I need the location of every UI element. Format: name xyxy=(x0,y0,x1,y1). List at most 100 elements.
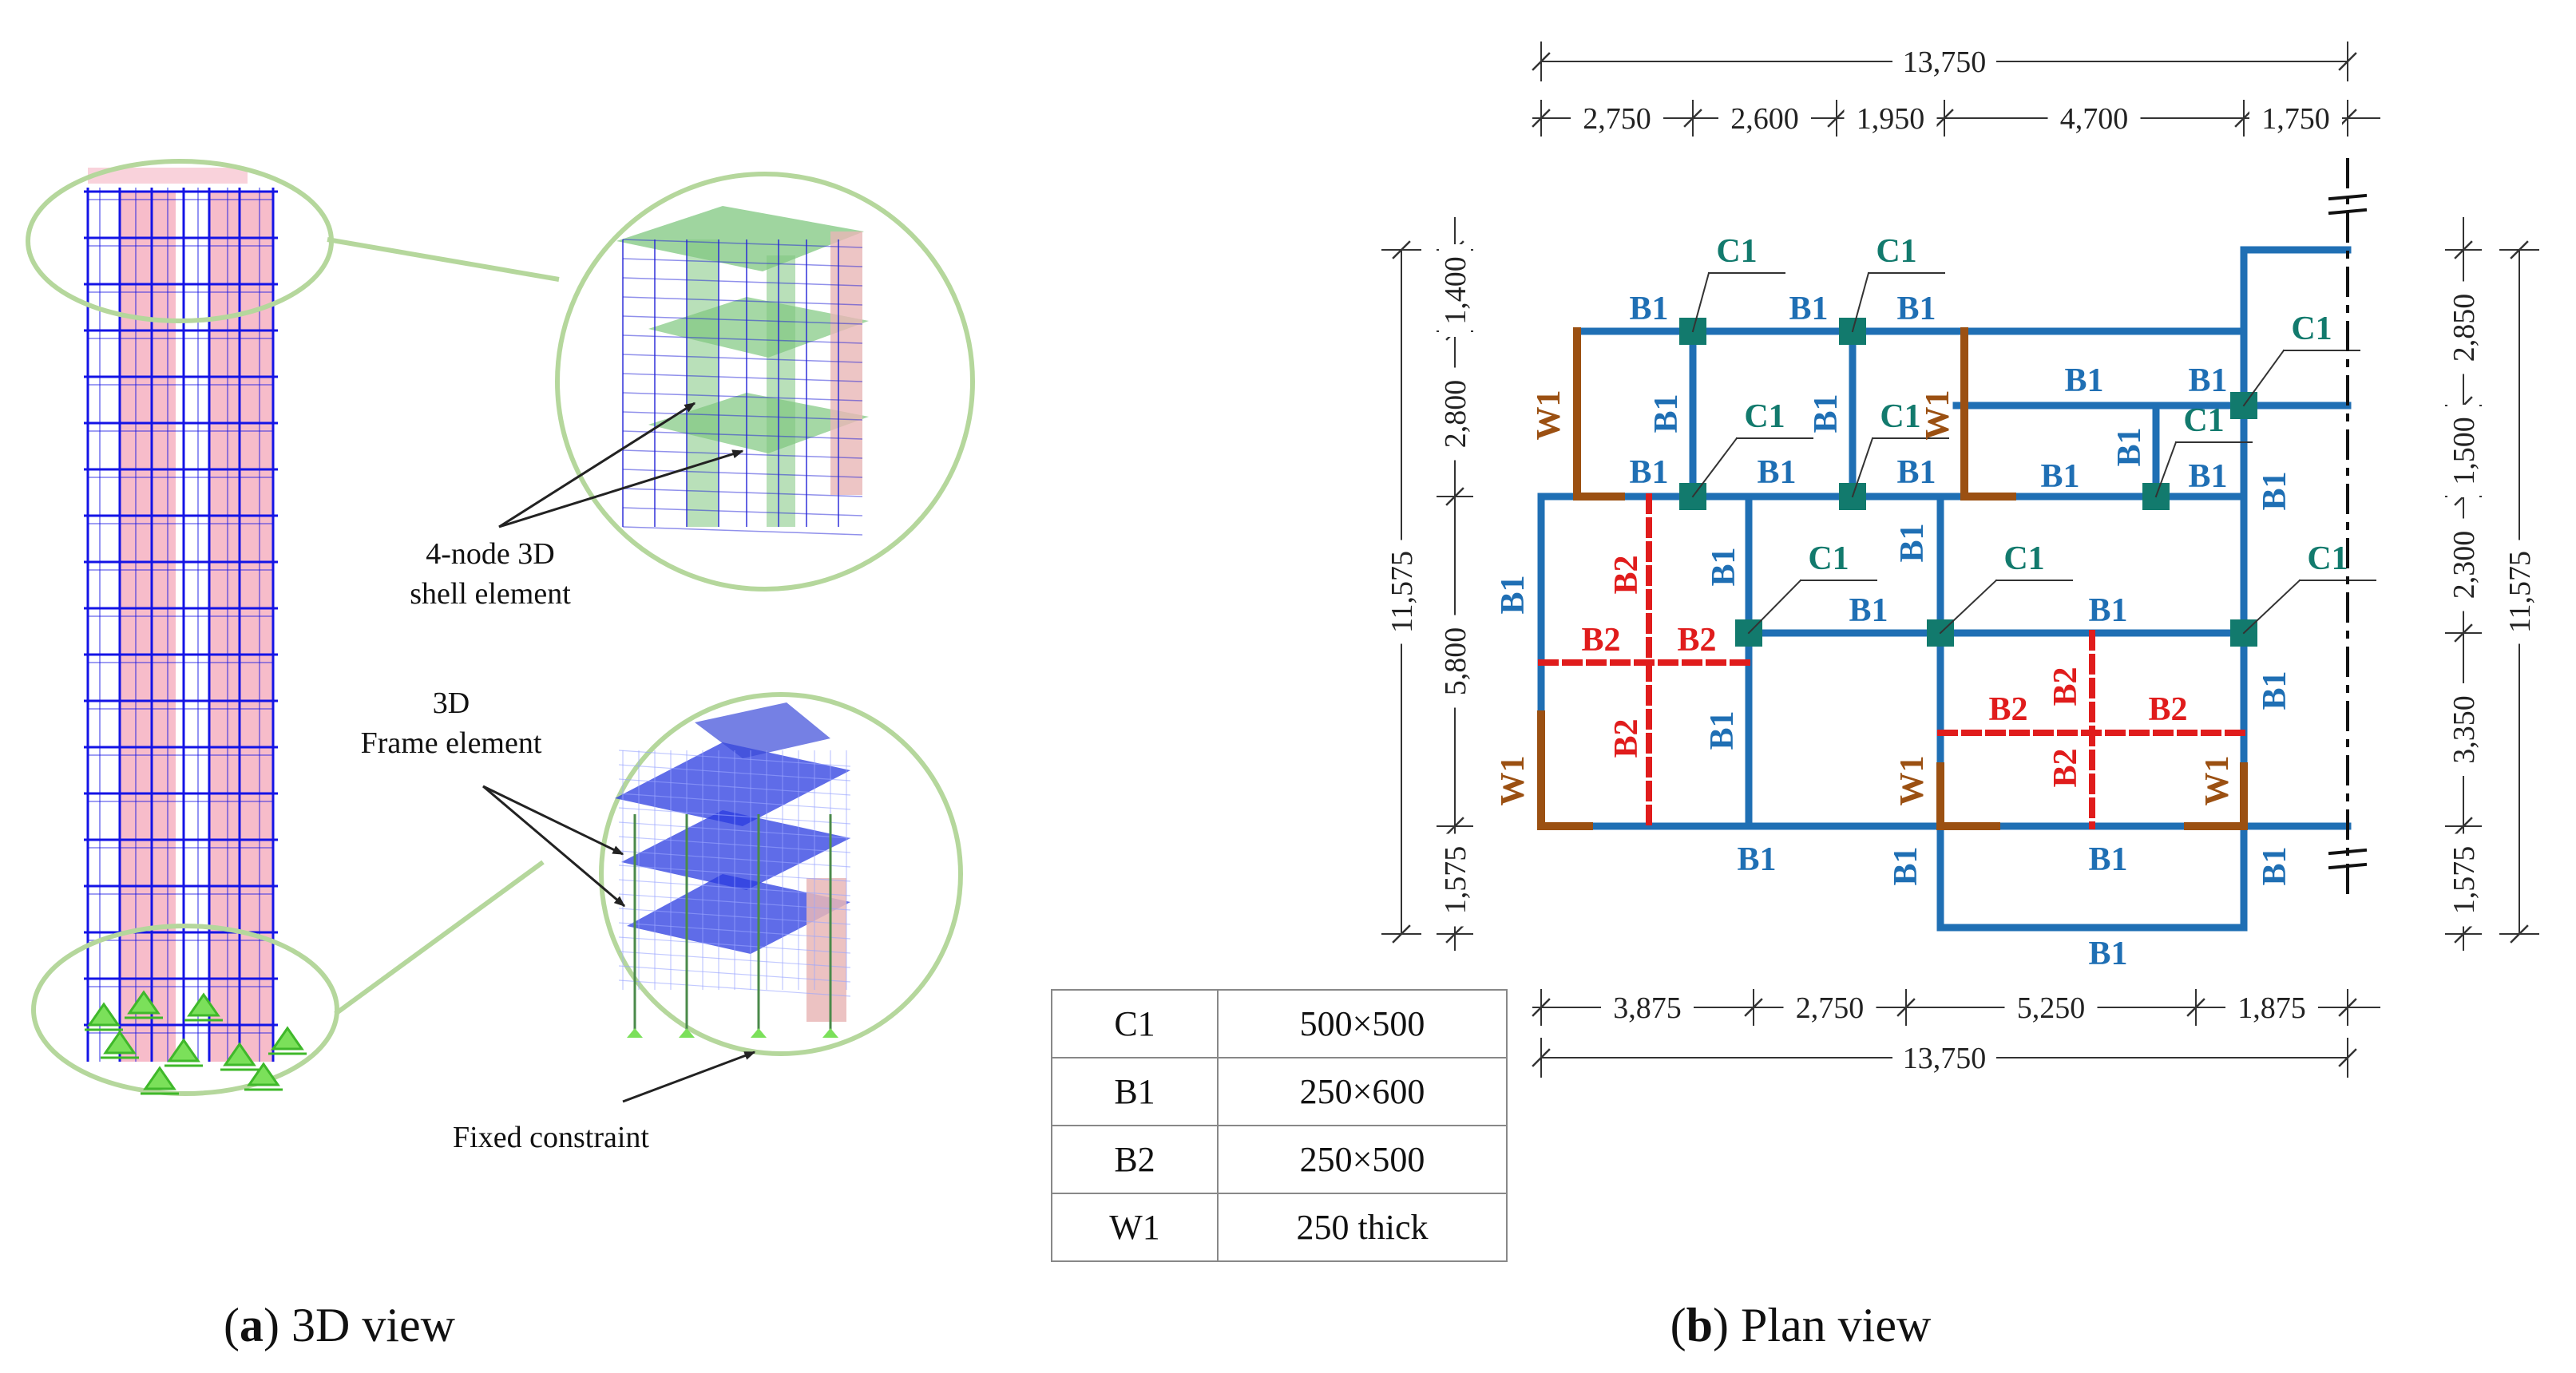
caption-b-letter: b xyxy=(1686,1299,1713,1351)
label-b1: B1 xyxy=(1849,592,1888,629)
shell-arrow-1 xyxy=(498,402,696,528)
dimension-label: 1,400 xyxy=(1439,256,1472,325)
frame-arrow-1 xyxy=(482,785,624,856)
label-c1: C1 xyxy=(1716,233,1757,270)
dimension-label: 1,950 xyxy=(1857,102,1925,136)
label-c1: C1 xyxy=(1808,540,1849,577)
shell-callout-line2: shell element xyxy=(410,577,571,611)
connector-line-top xyxy=(327,237,560,282)
dimension-tick xyxy=(1445,817,1464,836)
dimension-tick xyxy=(1935,109,1954,128)
caption-a-letter: a xyxy=(240,1299,264,1351)
frame-callout-line1: 3D xyxy=(433,686,470,720)
tower-core-wall-right xyxy=(209,192,273,1062)
callout-leader xyxy=(1691,271,1710,333)
label-b1: B1 xyxy=(2188,458,2227,495)
caption-b: (b) Plan view xyxy=(1670,1299,1932,1351)
label-b1: B1 xyxy=(1896,454,1936,491)
shell-callout-line1: 4-node 3D xyxy=(426,537,554,571)
callout-leader xyxy=(2154,441,2178,498)
frame-detail-model xyxy=(615,702,851,1038)
label-b1: B1 xyxy=(2064,362,2103,399)
frame-callout-line2: Frame element xyxy=(361,726,542,760)
dimension-label: 3,350 xyxy=(2447,695,2481,764)
fixed-support-symbol xyxy=(244,1062,283,1091)
dimension-tick xyxy=(2338,998,2357,1017)
dimension-label: 13,750 xyxy=(1903,1042,1987,1075)
legend-size: 250 thick xyxy=(1297,1208,1429,1247)
caption-a: (a) 3D view xyxy=(224,1299,456,1351)
callout-leader xyxy=(1691,437,1738,498)
legend-member: B2 xyxy=(1114,1140,1155,1179)
dimension-tick xyxy=(2338,52,2357,71)
dimension-tick xyxy=(1445,924,1464,944)
legend-size: 250×500 xyxy=(1300,1140,1425,1179)
dimension-label: 2,300 xyxy=(2447,531,2481,599)
label-b1: B1 xyxy=(1495,575,1532,614)
label-b1: B1 xyxy=(1757,454,1796,491)
legend-member: B1 xyxy=(1114,1072,1155,1111)
dimension-label: 11,575 xyxy=(1385,551,1419,633)
break-mark xyxy=(2328,848,2368,856)
label-b1: B1 xyxy=(2040,458,2079,495)
dimension-tick xyxy=(1392,924,1411,944)
base-detail-ellipse xyxy=(31,924,339,1096)
frame-arrow-2 xyxy=(482,785,626,908)
callout-fixed: Fixed constraint xyxy=(453,1051,756,1154)
caption-b-text: Plan view xyxy=(1729,1299,1932,1351)
label-b1: B1 xyxy=(2188,362,2227,399)
break-mark xyxy=(2328,193,2368,201)
label-c1: C1 xyxy=(2183,402,2224,439)
label-w1: W1 xyxy=(1894,756,1931,806)
dimension-label: 11,575 xyxy=(2503,551,2537,633)
dimension-tick xyxy=(1392,240,1411,259)
dimension-label: 1,575 xyxy=(2447,846,2481,915)
label-b2: B2 xyxy=(1608,718,1645,758)
panel-a-3d-view: 4-node 3D shell element 3D Frame element… xyxy=(26,159,975,1351)
label-b1: B1 xyxy=(2257,471,2293,510)
shell-detail-model xyxy=(616,206,869,536)
label-b1: B1 xyxy=(2088,936,2127,972)
label-b2: B2 xyxy=(1677,622,1716,659)
label-c1: C1 xyxy=(1744,398,1785,435)
callout-leader xyxy=(1851,271,1870,333)
dimension-tick xyxy=(2510,924,2529,944)
dimension-tick xyxy=(2454,623,2473,643)
shell-arrow-2 xyxy=(498,449,744,528)
tower-roof xyxy=(88,168,248,184)
dimension-label: 1,500 xyxy=(2447,417,2481,485)
legend-size: 500×500 xyxy=(1300,1004,1425,1043)
fixed-support-symbol xyxy=(141,1066,179,1095)
label-b1: B1 xyxy=(2088,592,2127,629)
tower-model xyxy=(84,168,278,1062)
tower-frame-grid xyxy=(84,188,278,1062)
fixed-support-symbol xyxy=(125,990,163,1019)
dimension-tick xyxy=(2234,109,2253,128)
dimension-tick xyxy=(1896,998,1916,1017)
dimension-tick xyxy=(2338,109,2357,128)
dimension-label: 2,600 xyxy=(1730,102,1799,136)
label-b1: B1 xyxy=(1704,710,1741,750)
label-b1: B1 xyxy=(1629,454,1668,491)
label-b1: B1 xyxy=(1706,547,1742,586)
fixed-support-symbol xyxy=(220,1042,259,1071)
member-legend-table: C1 500×500 B1 250×600 B2 250×500 W1 250 … xyxy=(1051,989,1508,1262)
dimension-tick xyxy=(2186,998,2205,1017)
dimension-tick xyxy=(1744,998,1763,1017)
fixed-support-symbol xyxy=(85,1002,123,1031)
fixed-callout-text: Fixed constraint xyxy=(453,1121,649,1154)
dimension-label: 5,800 xyxy=(1439,627,1472,696)
label-c1: C1 xyxy=(2307,540,2348,577)
callout-leader xyxy=(1851,437,1874,498)
tower-core-wall-left xyxy=(120,192,176,1062)
label-b2: B2 xyxy=(2047,667,2084,706)
label-b1: B1 xyxy=(2111,427,2148,466)
dimension-label: 1,875 xyxy=(2237,991,2306,1025)
label-b2: B2 xyxy=(1988,691,2027,728)
label-c1: C1 xyxy=(2291,311,2332,347)
label-b1: B1 xyxy=(2257,671,2293,710)
legend-size: 250×600 xyxy=(1300,1072,1425,1111)
label-w1: W1 xyxy=(1495,756,1532,806)
